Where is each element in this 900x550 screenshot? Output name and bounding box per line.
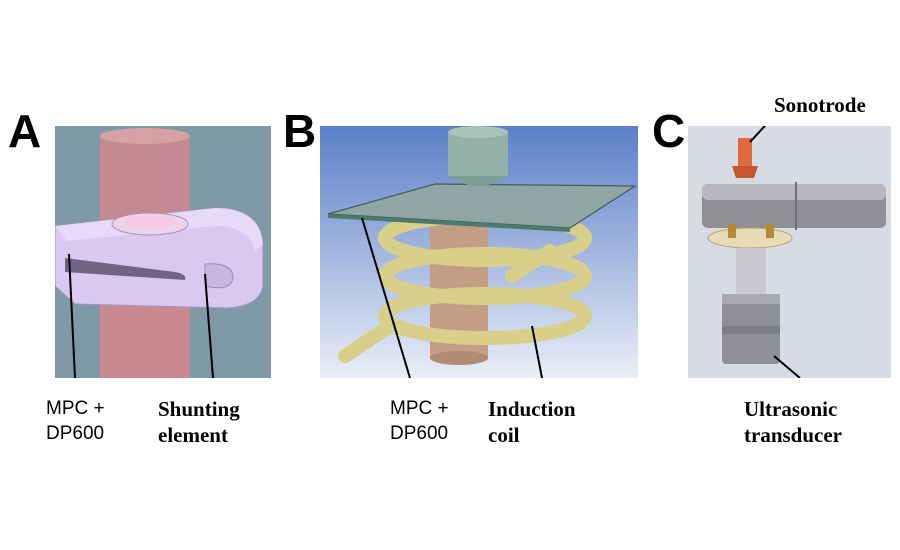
sheet-stack [327, 183, 638, 229]
flange [707, 227, 793, 249]
leader-line-mpc-a [68, 253, 76, 378]
panel-b-label-coil: Induction coil [488, 396, 576, 448]
electrode-tip [448, 176, 508, 186]
shunt-curve [204, 263, 234, 289]
shunt-slot [65, 258, 186, 280]
coil-lead-left [338, 319, 397, 363]
rod-bottom [430, 351, 488, 365]
leader-line-mpc-b [361, 217, 411, 378]
stack-neck [736, 248, 766, 294]
leader-line-coil [531, 325, 543, 378]
sonotrode-base [732, 166, 758, 178]
panel-c-label-transducer: Ultrasonic transducer [744, 396, 842, 448]
coil-loop-bottom [378, 287, 592, 345]
panel-b-image [320, 126, 638, 378]
coil-lead-right [505, 244, 557, 283]
shunt-glow [124, 216, 176, 228]
panel-c-label-sonotrode: Sonotrode [774, 93, 866, 117]
panel-a-label-shunt-line2: element [158, 423, 228, 447]
bolt-right [766, 224, 774, 238]
rod-top [100, 128, 190, 144]
panel-a-label-shunt-line1: Shunting [158, 397, 240, 421]
panel-c-letter: C [652, 105, 686, 157]
sonotrode [738, 138, 752, 166]
transducer-band-1 [722, 294, 780, 304]
panel-a-label-mpc: MPC + DP600 [46, 396, 105, 446]
horn-highlight [702, 184, 886, 200]
panel-c-background [688, 126, 891, 378]
panel-a-image [55, 126, 271, 378]
bolt-left [728, 224, 736, 238]
transducer-band-2 [722, 326, 780, 334]
panel-b-label-mpc-line1: MPC + [390, 398, 449, 419]
leader-line-sonotrode [749, 126, 767, 143]
leader-line-transducer [773, 355, 801, 378]
panel-c-image [688, 126, 891, 378]
panel-a-letter: A [8, 105, 42, 157]
panel-c-label-transducer-line2: transducer [744, 423, 842, 447]
panel-b-label-mpc: MPC + DP600 [390, 396, 449, 446]
panel-a-label-shunt: Shunting element [158, 396, 240, 448]
sheet-edge [328, 214, 570, 232]
electrode [448, 132, 508, 176]
panel-a-label-mpc-line2: DP600 [46, 423, 105, 444]
panel-b-label-coil-line2: coil [488, 423, 520, 447]
panel-a-label-mpc-line1: MPC + [46, 398, 105, 419]
panel-b-label-coil-line1: Induction [488, 397, 576, 421]
panel-b-label-mpc-line2: DP600 [390, 423, 449, 444]
electrode-top [448, 126, 508, 138]
rod-upper [100, 136, 190, 226]
panel-b-letter: B [283, 105, 317, 157]
panel-c-label-transducer-line1: Ultrasonic [744, 397, 838, 421]
leader-line-shunt [204, 273, 214, 378]
